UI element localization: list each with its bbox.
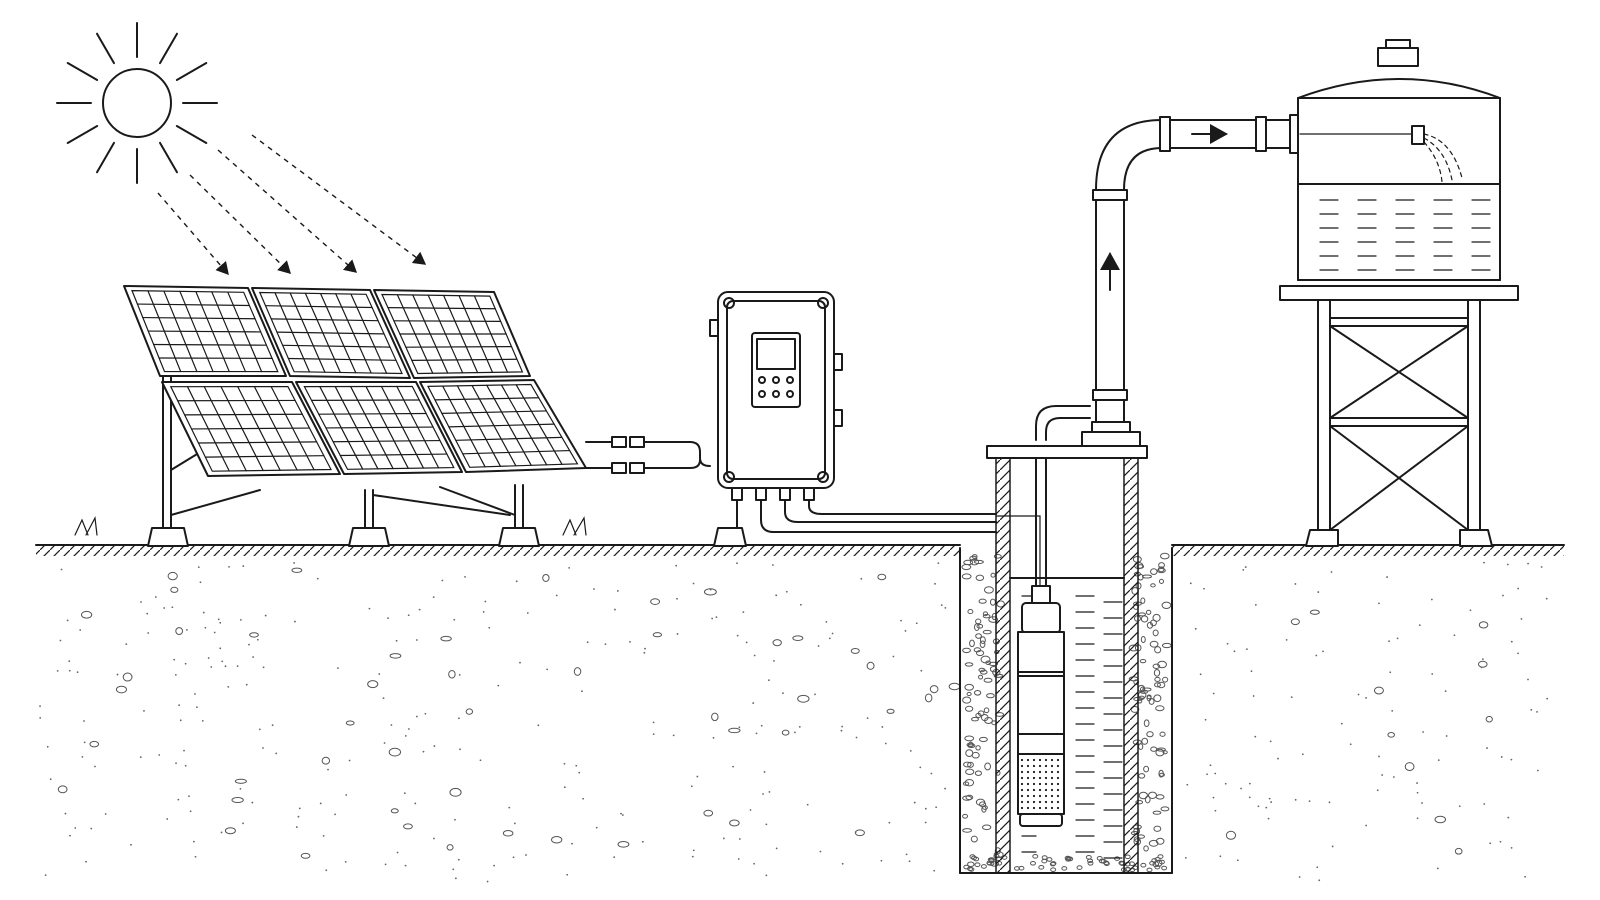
tank-icon [1279,39,1519,547]
panel-support-frame [74,359,587,547]
solar-panel-array [74,285,711,547]
solar-panel-icon [123,285,287,377]
solar-panel-icon [161,381,341,477]
sun-icon [56,22,218,184]
pump-controller [709,291,843,547]
submersible-pump [1017,457,1065,827]
elevated-water-tank [1279,39,1519,547]
tank-tower [1279,285,1519,547]
pump-icon [1017,457,1065,827]
delivery-pipe [1035,114,1303,447]
solar-panel-icon [251,287,411,379]
panel-cables [585,436,711,474]
borehole [959,445,1173,874]
solar-panel-icon [295,381,463,475]
solar-panel-icon [373,289,531,379]
sunlight-rays [157,134,427,276]
ground [35,544,1565,883]
control-box-icon [709,291,843,547]
solar-panel-icon [419,379,587,473]
